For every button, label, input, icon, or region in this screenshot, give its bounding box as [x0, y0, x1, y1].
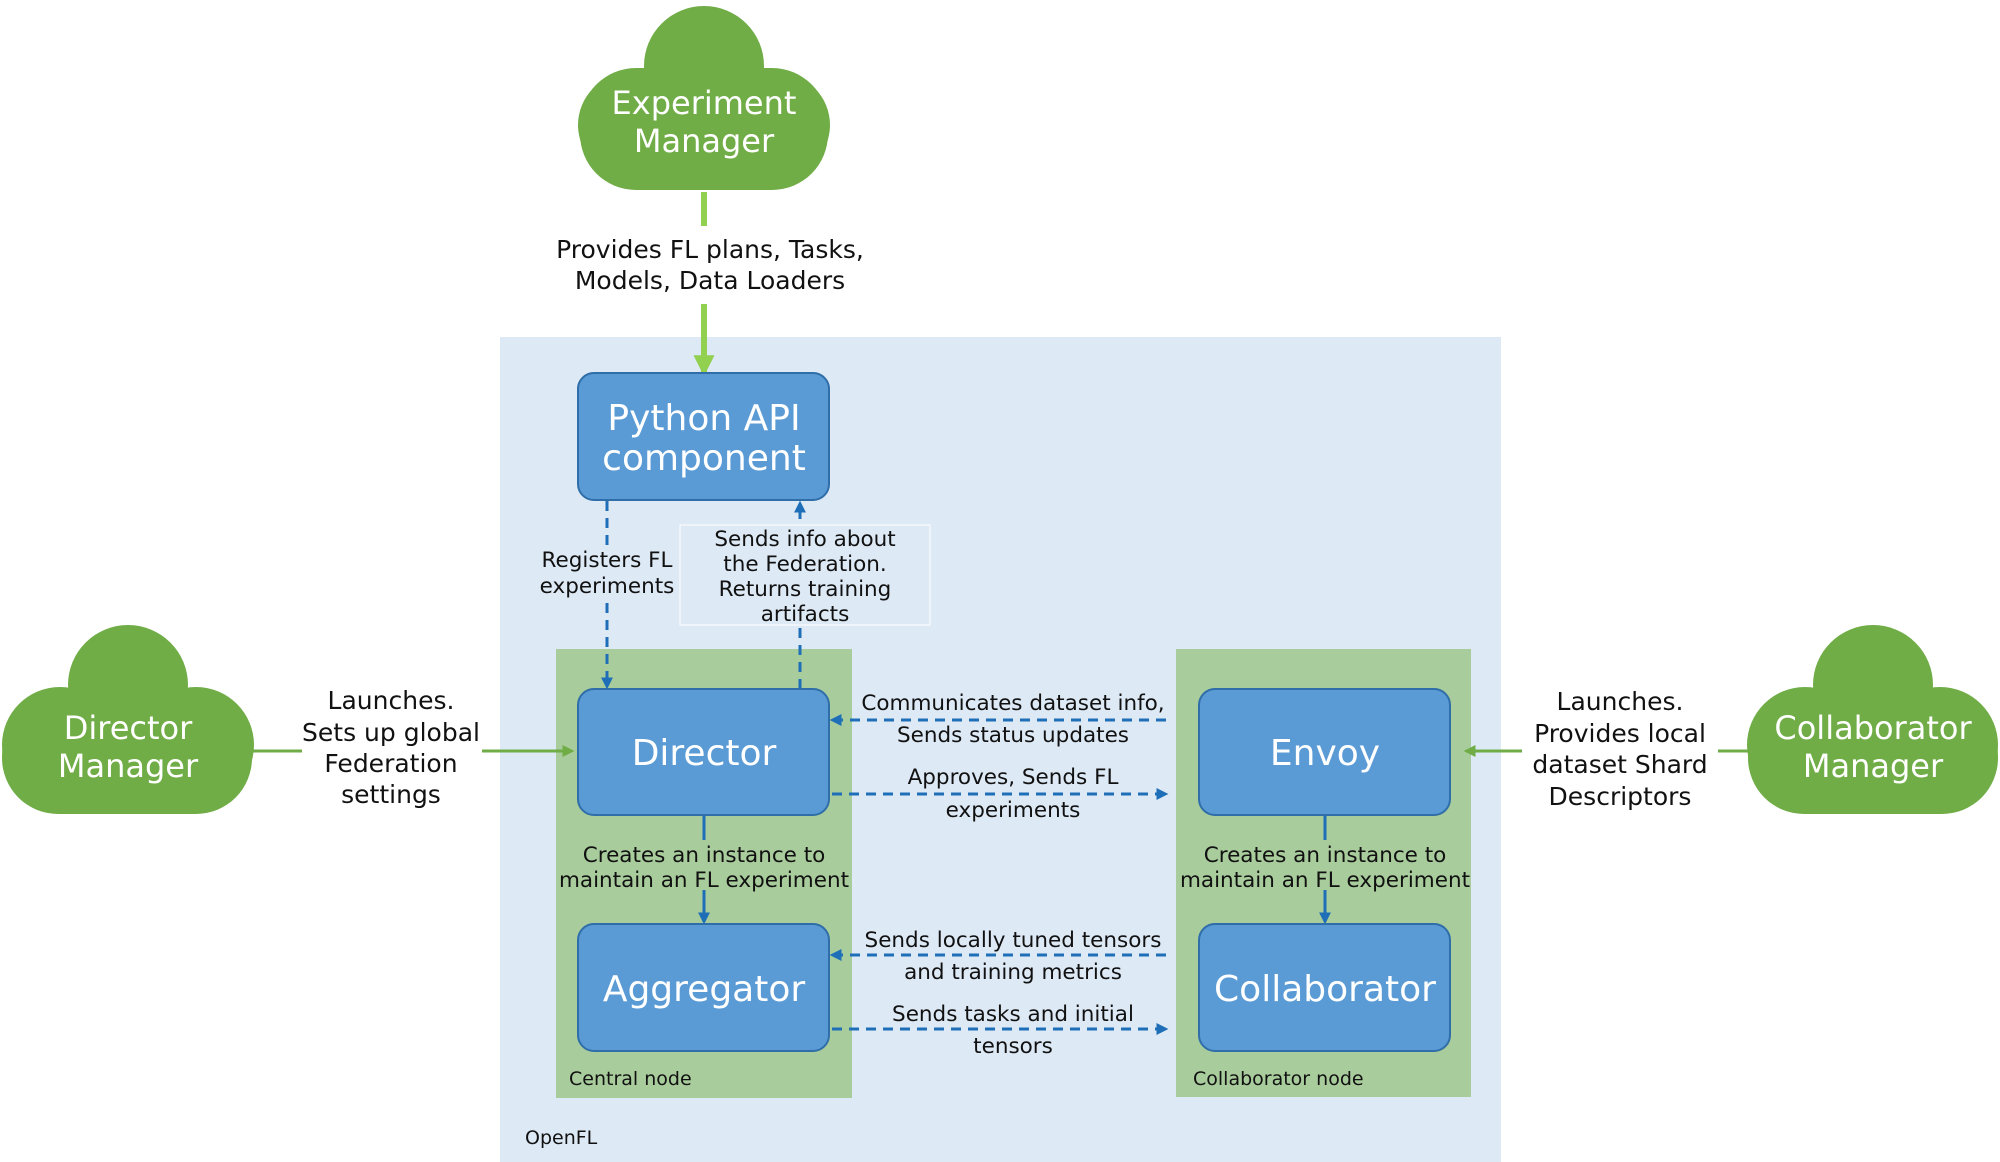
api-to-director-label-2: experiments	[540, 574, 675, 599]
director-to-aggregator-label-1: Creates an instance to	[583, 843, 826, 868]
director-to-api-label-3: Returns training	[719, 577, 892, 602]
central-node-label: Central node	[569, 1068, 692, 1090]
director-manager-launch-label-2: Sets up global	[302, 718, 480, 747]
envoy-to-director-label-1: Communicates dataset info,	[861, 691, 1164, 716]
aggregator-label: Aggregator	[603, 969, 806, 1010]
director-to-api-label-2: the Federation.	[723, 552, 886, 577]
director-to-api-label-4: artifacts	[761, 602, 850, 627]
collaborator-manager-launch-label-4: Descriptors	[1549, 782, 1692, 811]
envoy-box	[1198, 688, 1451, 816]
director-manager-line-2: Manager	[58, 747, 199, 785]
aggregator-to-collaborator-label-2: tensors	[973, 1034, 1053, 1059]
collaborator-label: Collaborator	[1214, 969, 1436, 1010]
experiment-manager-line-2: Manager	[634, 122, 775, 160]
director-to-envoy-label-2: experiments	[946, 798, 1081, 823]
aggregator-box	[577, 923, 830, 1052]
envoy-to-director-label-2: Sends status updates	[897, 723, 1129, 748]
director-manager-cloud: Director Manager	[2, 625, 254, 814]
collaborator-node-label: Collaborator node	[1193, 1068, 1364, 1090]
experiment-to-api-label-1: Provides FL plans, Tasks,	[556, 235, 864, 264]
envoy-to-collaborator-label-1: Creates an instance to	[1204, 843, 1447, 868]
collaborator-manager-launch-label-1: Launches.	[1557, 687, 1684, 716]
experiment-manager-line-1: Experiment	[612, 84, 797, 122]
api-to-director-label-1: Registers FL	[542, 548, 673, 573]
collaborator-manager-launch-label-3: dataset Shard	[1532, 750, 1707, 779]
envoy-label: Envoy	[1270, 733, 1380, 774]
collaborator-to-aggregator-label-1: Sends locally tuned tensors	[865, 928, 1162, 953]
director-manager-launch-label-1: Launches.	[328, 686, 455, 715]
collaborator-box	[1198, 923, 1451, 1052]
python-api-line-2: component	[602, 438, 806, 479]
experiment-manager-cloud: Experiment Manager	[578, 6, 830, 190]
envoy-to-collaborator-label-2: maintain an FL experiment	[1180, 868, 1470, 893]
director-manager-launch-label-4: settings	[341, 780, 441, 809]
collaborator-manager-line-1: Collaborator	[1774, 709, 1972, 747]
collaborator-manager-line-2: Manager	[1803, 747, 1944, 785]
director-box	[577, 688, 830, 816]
director-to-api-label-1: Sends info about	[714, 527, 895, 552]
director-to-aggregator-label-2: maintain an FL experiment	[559, 868, 849, 893]
collaborator-to-aggregator-label-2: and training metrics	[904, 960, 1122, 985]
aggregator-to-collaborator-label-1: Sends tasks and initial	[892, 1002, 1134, 1027]
director-manager-line-1: Director	[64, 709, 193, 747]
director-label: Director	[632, 733, 777, 774]
director-to-envoy-label-1: Approves, Sends FL	[908, 765, 1119, 790]
python-api-line-1: Python API	[607, 398, 800, 439]
openfl-label: OpenFL	[525, 1127, 598, 1149]
director-manager-launch-label-3: Federation	[324, 749, 457, 778]
collaborator-manager-launch-label-2: Provides local	[1534, 719, 1706, 748]
experiment-to-api-label-2: Models, Data Loaders	[575, 266, 845, 295]
python-api-box	[577, 372, 830, 501]
collaborator-manager-cloud: Collaborator Manager	[1747, 625, 1998, 814]
